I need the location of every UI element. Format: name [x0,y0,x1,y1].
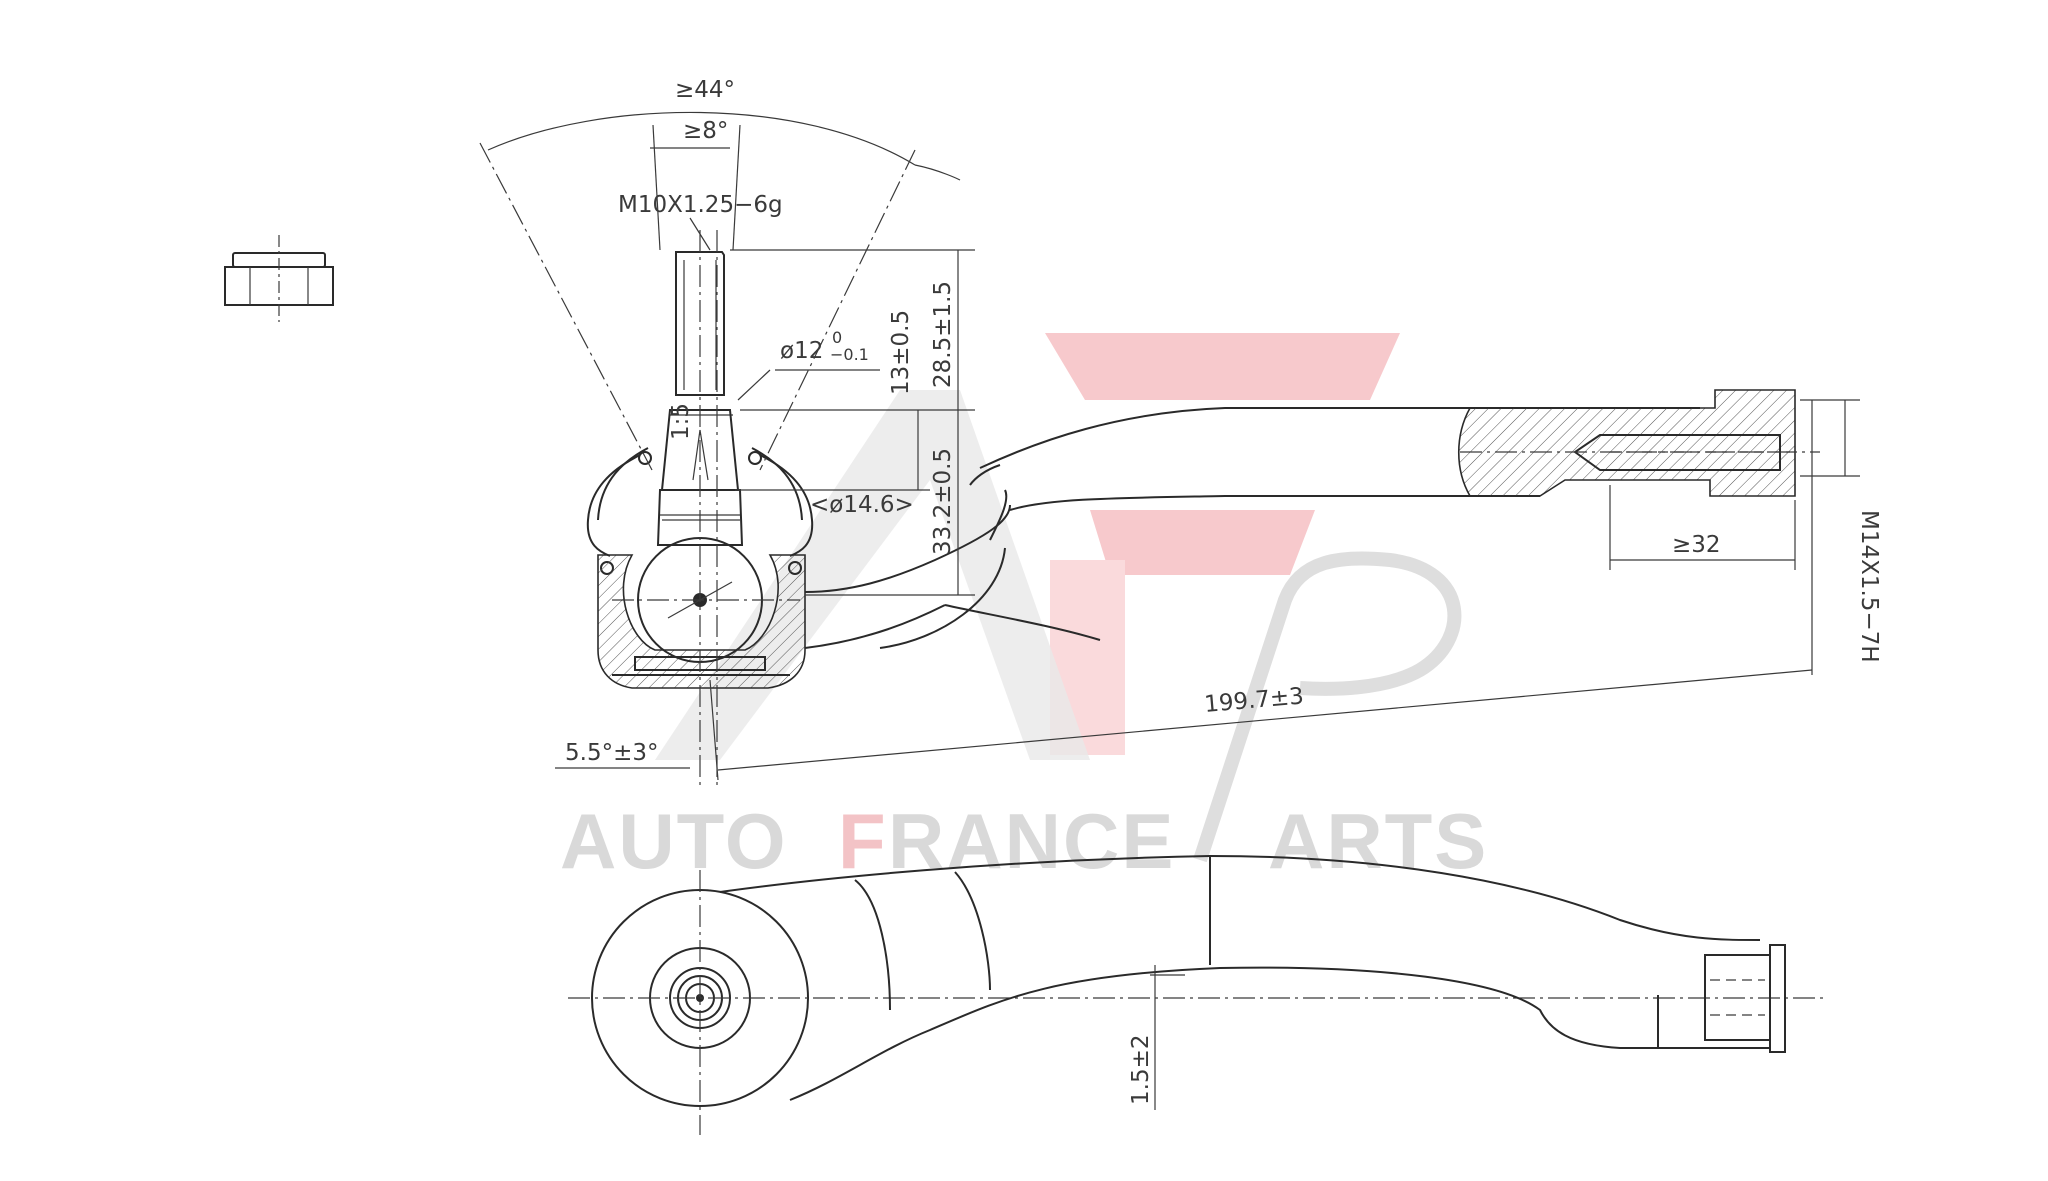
ball-height-label: 33.2±0.5 [930,448,956,555]
stud-diameter-label: ø12 [780,338,823,364]
stud-diameter-tol-upper: 0 [832,328,842,347]
watermark-logo [655,333,1462,863]
dimension-labels: ≥44° ≥8° M10X1.25−6g ø12 0 −0.1 13±0.5 2… [565,77,1882,1105]
boot-diameter-label: <ø14.6> [810,492,914,518]
watermark-auto: AUTO [560,797,788,885]
nut-icon [224,235,334,322]
angle-outer-label: ≥44° [675,77,735,103]
watermark-f: F [838,797,888,885]
dimension-lines [479,111,1860,1110]
stud-diameter-tol-lower: −0.1 [830,345,869,364]
overall-length-label: 199.7±3 [1203,683,1305,718]
ball-joint-section [586,230,1011,790]
tilt-angle-label: 5.5°±3° [565,740,658,766]
stud-height-label: 28.5±1.5 [930,281,956,388]
offset-label: 1.5±2 [1128,1035,1154,1105]
stud-thread-label: M10X1.25−6g [618,192,783,218]
angle-inner-label: ≥8° [683,118,728,144]
taper-ratio-label: 1:5 [668,403,694,440]
watermark-arts: ARTS [1268,797,1488,885]
tie-rod-bottom-view [568,854,1825,1135]
inner-thread-label: M14X1.5−7H [1856,510,1882,663]
watermark-rance: RANCE [888,797,1175,885]
watermark-text: AUTO F RANCE ARTS [560,797,1488,885]
thread-depth-label: ≥32 [1672,532,1721,558]
taper-length-label: 13±0.5 [888,310,914,395]
tie-rod-arm-top [879,389,1820,649]
